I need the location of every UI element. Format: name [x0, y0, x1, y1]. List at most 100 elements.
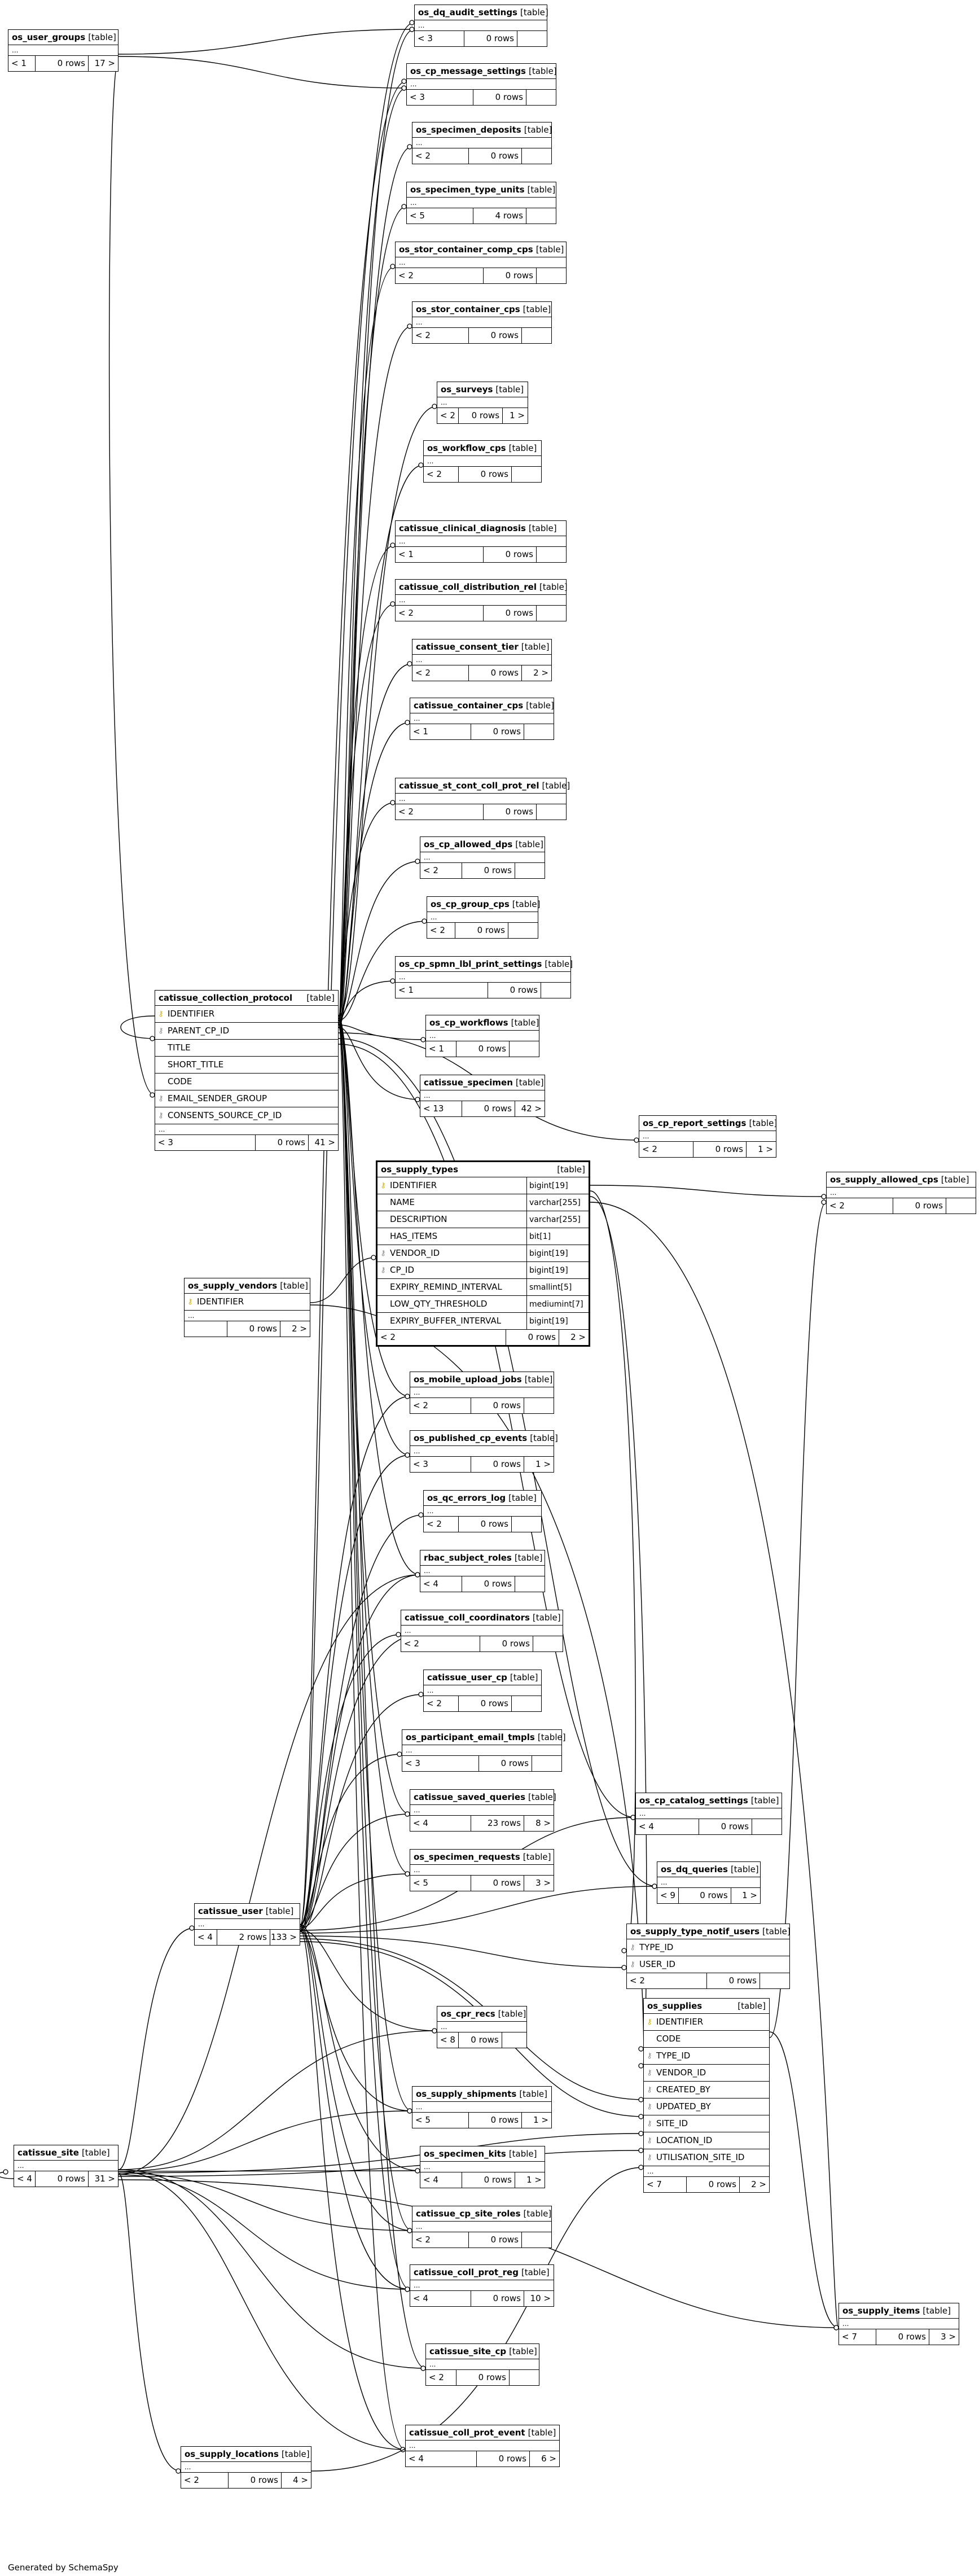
table-os-supply-type-notif-users[interactable]: os_supply_type_notif_users [table] ⚷TYPE… — [626, 1924, 791, 1989]
foreign-key-icon: ⚷ — [647, 2119, 652, 2128]
table-header: catissue_consent_tier[table] — [412, 639, 551, 655]
more-columns: ... — [396, 536, 566, 547]
table-os-cp-spmn-lbl-print-settings[interactable]: os_cp_spmn_lbl_print_settings[table]...<… — [395, 956, 573, 998]
incoming-count: < 4 — [420, 1576, 462, 1592]
table-tag: [table] — [523, 304, 551, 314]
table-name: os_supply_type_notif_users — [630, 1926, 760, 1937]
foreign-key-icon: ⚷ — [158, 1094, 164, 1103]
table-header: os_cp_workflows[table] — [426, 1015, 539, 1031]
row-count: 0 rows — [456, 1041, 510, 1057]
edge-end-marker — [638, 2046, 644, 2052]
table-tag: [table] — [81, 2147, 110, 2158]
table-header: catissue_collection_protocol [table] — [155, 991, 338, 1006]
more-columns: ... — [410, 713, 554, 724]
table-tag: [table] — [545, 958, 573, 969]
table-catissue-coll-distribution-rel[interactable]: catissue_coll_distribution_rel[table]...… — [395, 579, 568, 621]
outgoing-count: 2 > — [751, 2179, 766, 2189]
table-name: os_supply_items — [842, 2305, 920, 2316]
more-columns: ... — [396, 595, 566, 606]
outgoing-count: 1 > — [510, 410, 525, 420]
relationship-line — [338, 1022, 406, 2450]
table-name: catissue_saved_queries — [414, 1791, 526, 1802]
outgoing-count — [537, 268, 566, 283]
edge-end-marker — [407, 144, 412, 150]
table-tag: [table] — [941, 1174, 969, 1185]
edge-end-marker — [401, 85, 407, 91]
table-catissue-collection-protocol[interactable]: catissue_collection_protocol [table] ⚷ID… — [155, 990, 339, 1151]
table-header: os_stor_container_cps[table] — [412, 302, 551, 317]
column-type: varchar[255] — [526, 1194, 589, 1211]
outgoing-count: 133 > — [271, 1932, 297, 1942]
edge-end-marker — [371, 1255, 376, 1260]
table-tag: [table] — [527, 184, 556, 195]
edge-end-marker — [432, 404, 437, 409]
more-columns: ... — [839, 2319, 959, 2329]
table-header: catissue_site_cp[table] — [426, 2344, 539, 2359]
table-tag: [table] — [512, 899, 541, 909]
relationship-line — [310, 1304, 644, 2066]
table-catissue-st-cont-coll-prot-rel[interactable]: catissue_st_cont_coll_prot_rel[table]...… — [395, 778, 570, 820]
column-row: ⚷TYPE_ID — [644, 2048, 769, 2065]
relationship-line — [300, 1754, 402, 1925]
table-catissue-clinical-diagnosis[interactable]: catissue_clinical_diagnosis[table]...< 1… — [395, 520, 567, 563]
outgoing-count: 4 > — [293, 2475, 308, 2485]
more-columns: ... — [427, 912, 538, 923]
table-tag: [table] — [749, 1118, 778, 1128]
outgoing-count — [522, 328, 551, 343]
incoming-count: < 1 — [396, 983, 488, 998]
table-name: os_stor_container_cps — [416, 304, 520, 314]
table-header: os_supply_type_notif_users [table] — [627, 1924, 791, 1939]
incoming-count: < 2 — [396, 268, 484, 283]
table-os-supply-vendors[interactable]: os_supply_vendors [table] ⚷IDENTIFIER ..… — [184, 1278, 310, 1337]
table-header: os_cp_allowed_dps[table] — [420, 837, 545, 852]
